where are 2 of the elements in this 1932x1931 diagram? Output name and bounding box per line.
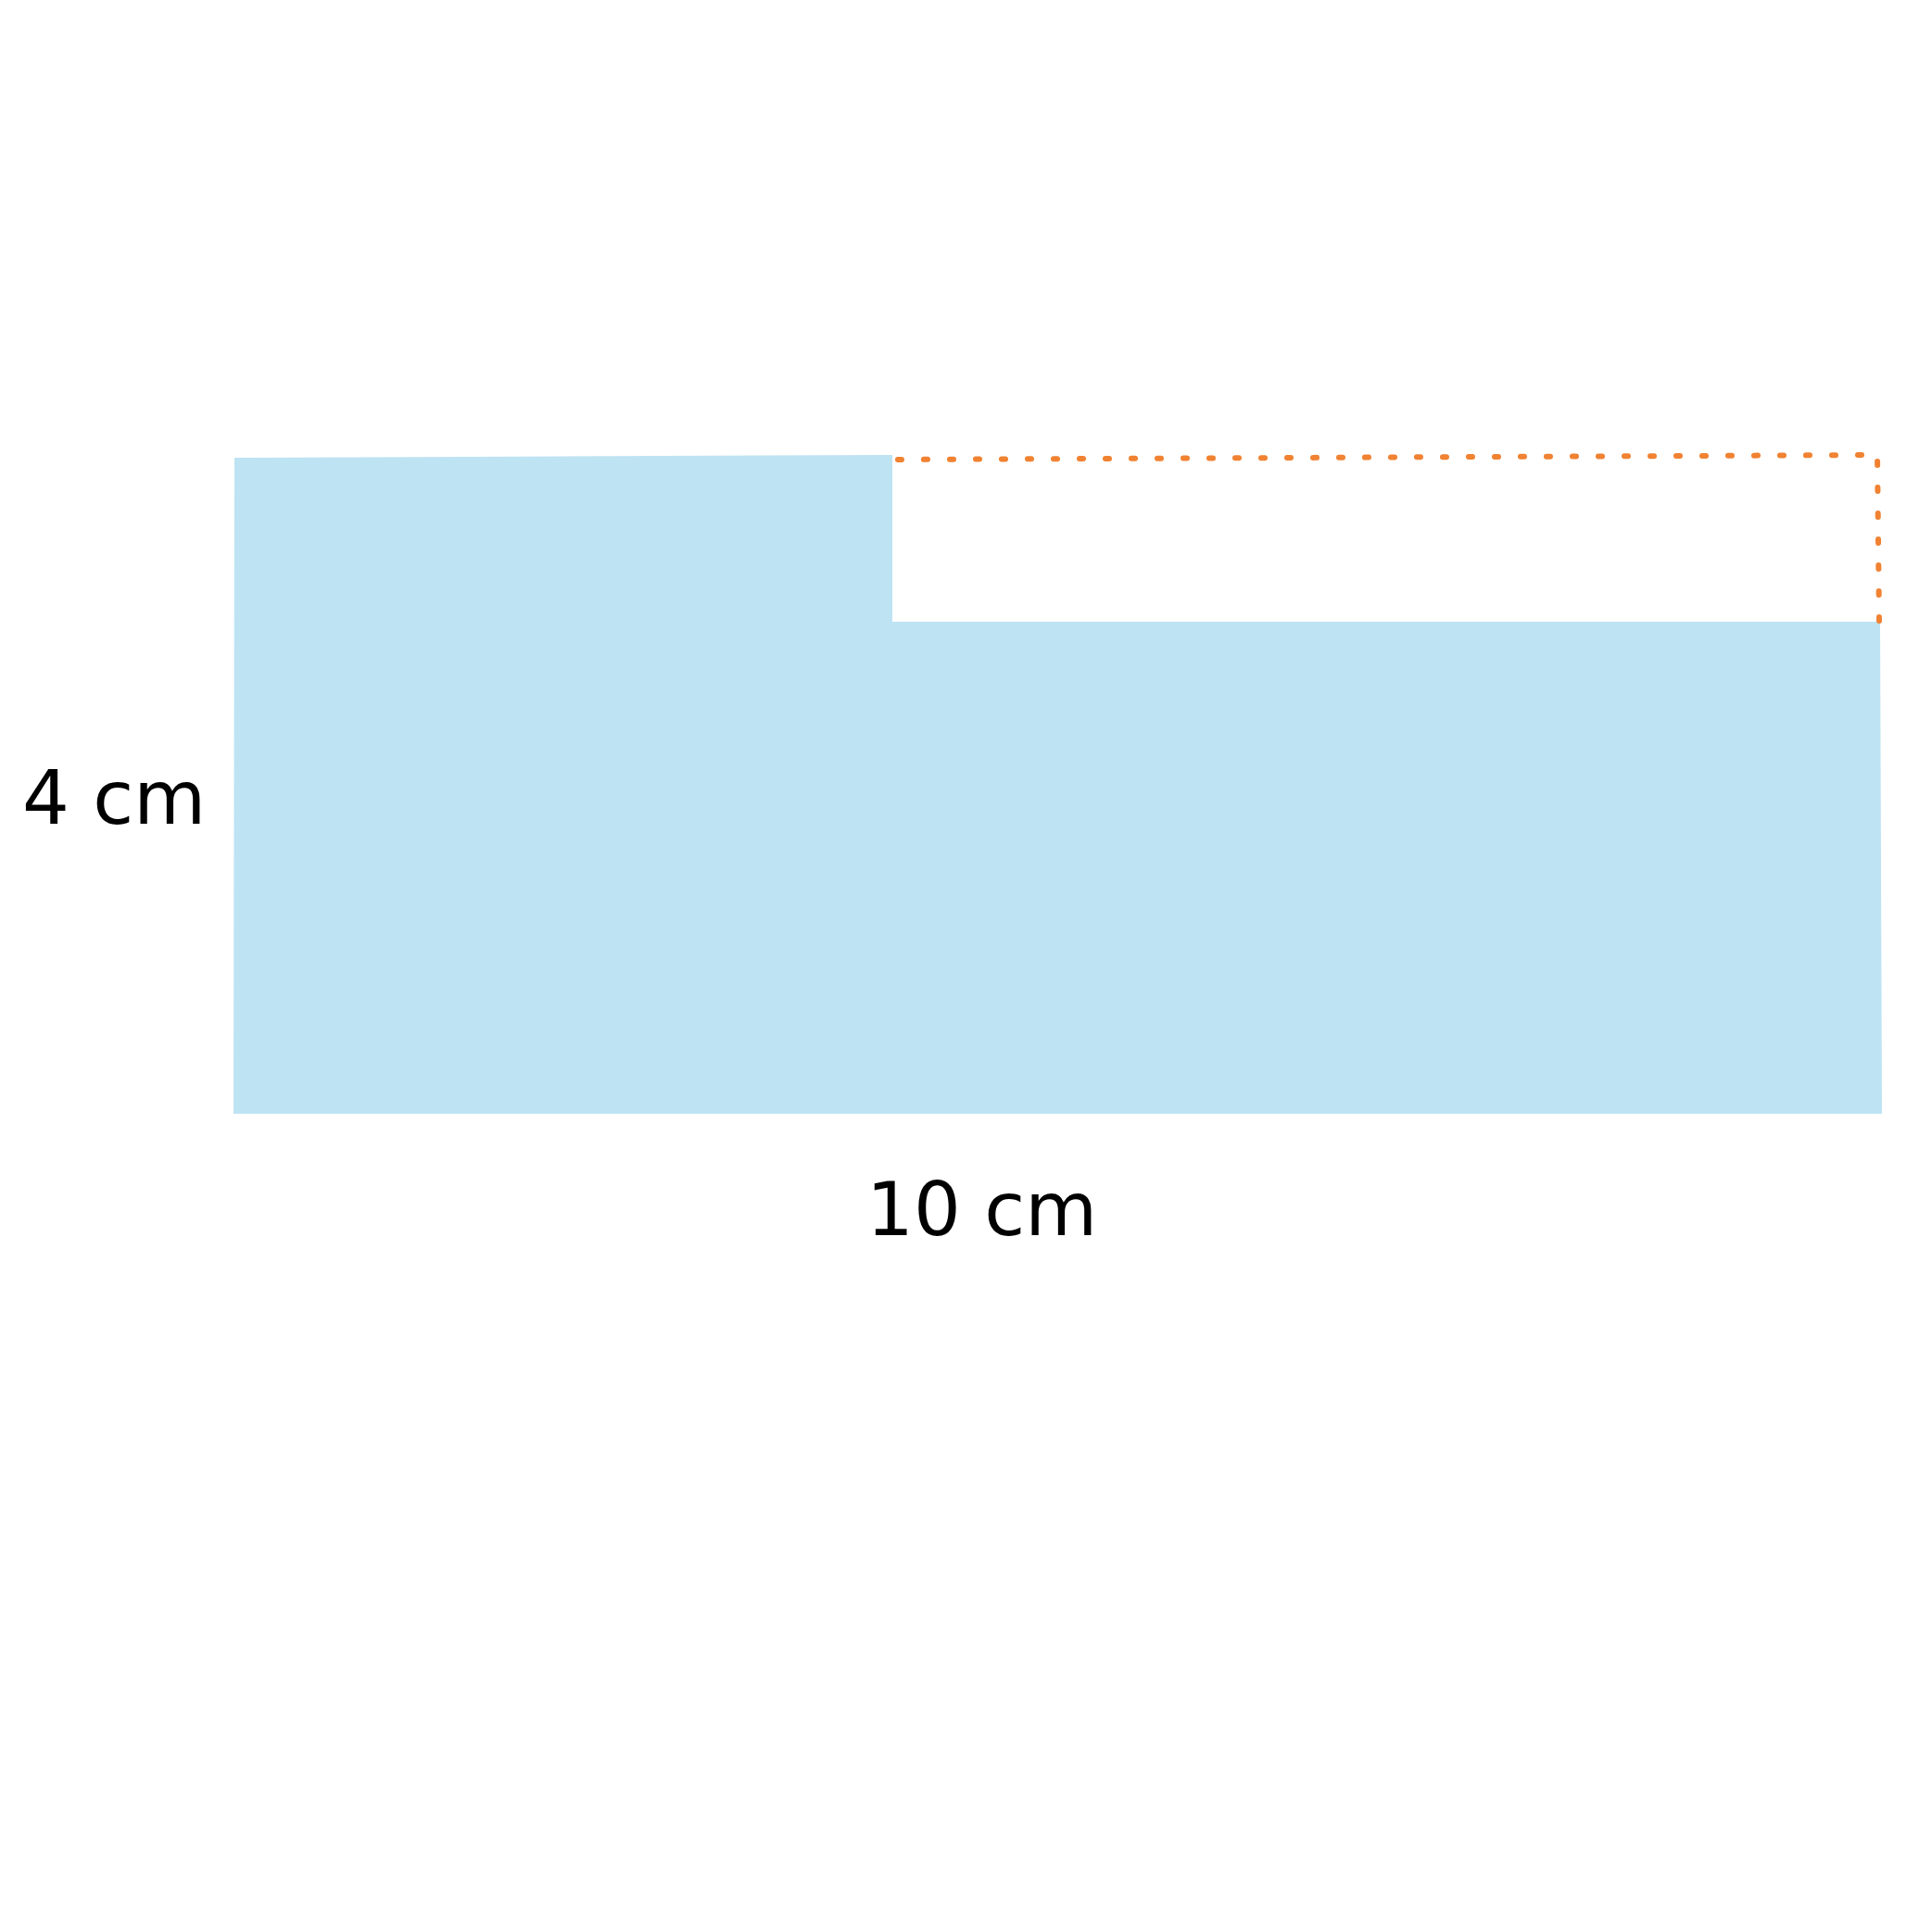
dimension-label: 4 cm <box>22 762 207 836</box>
dimension-label: 10 cm <box>866 1173 1098 1247</box>
